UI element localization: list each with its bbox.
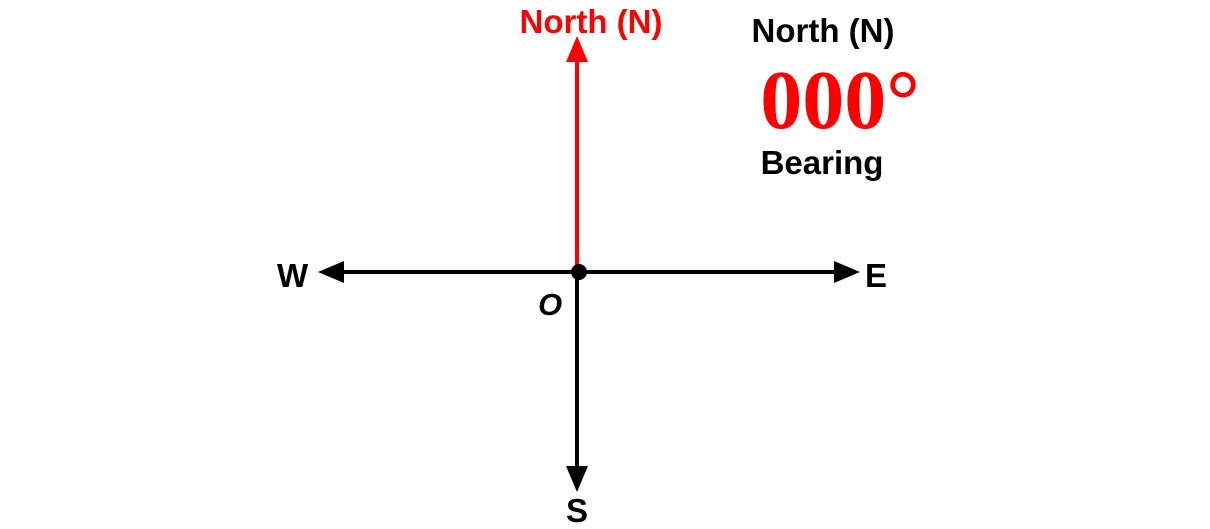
east-arrowhead	[834, 261, 860, 283]
north-arrow-label: North (N)	[520, 3, 663, 40]
east-arrow	[577, 261, 860, 283]
east-label: E	[865, 257, 887, 294]
bearing-label: Bearing	[761, 144, 884, 181]
bearing-value: 000°	[760, 54, 920, 147]
direction-heading: North (N)	[752, 12, 895, 49]
south-label: S	[566, 492, 588, 529]
origin-point	[571, 264, 587, 280]
south-arrow	[566, 272, 588, 492]
north-arrowhead	[566, 36, 588, 62]
west-arrow	[318, 261, 577, 283]
south-arrowhead	[566, 466, 588, 492]
west-arrowhead	[318, 261, 344, 283]
north-arrow	[566, 36, 588, 272]
west-label: W	[277, 257, 309, 294]
origin-label: O	[538, 287, 562, 322]
